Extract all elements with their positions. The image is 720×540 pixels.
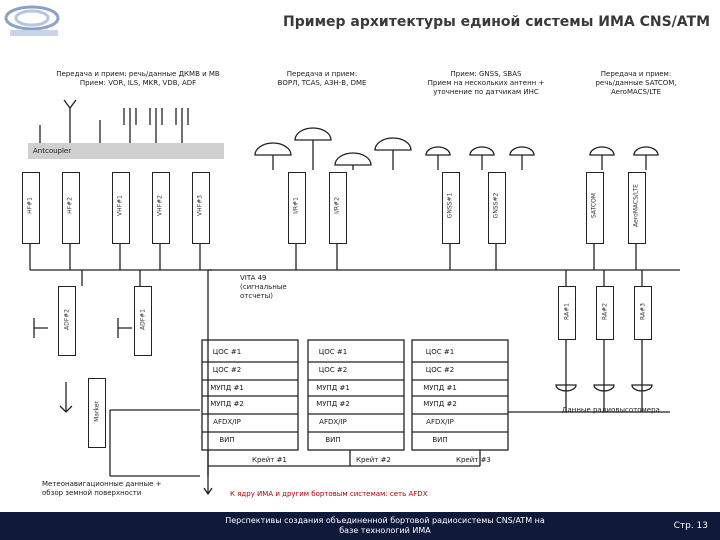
- crate1-row4: МУПД #2: [210, 400, 244, 408]
- module-hf1-label: HF#1: [26, 197, 34, 214]
- module-adf1: [134, 286, 152, 356]
- module-ra3: [634, 286, 652, 340]
- module-ra1-label: RA#1: [563, 303, 571, 320]
- antcoupler-bar: [28, 143, 224, 159]
- module-hf2-label: HF#2: [66, 197, 74, 214]
- footer: Перспективы создания объединенной бортов…: [0, 512, 720, 540]
- radio-altimeter-note: Данные радиовысотомера: [562, 406, 660, 414]
- logo: [2, 2, 72, 42]
- module-aeromacs: [628, 172, 646, 244]
- module-vhf1-label: VHF#1: [116, 195, 124, 216]
- vita-note: VITA 49 (сигнальные отсчеты): [240, 274, 287, 300]
- satcom-group-label: Передача и прием: речь/данные SATCOM, Ae…: [595, 70, 677, 96]
- module-vhf3-label: VHF#3: [196, 195, 204, 216]
- gnss-group-label: Прием: GNSS, SBAS Прием на нескольких ан…: [427, 70, 545, 96]
- module-ra2: [596, 286, 614, 340]
- crate2-row6: ВИП: [325, 436, 341, 444]
- crate3-row2: ЦОС #2: [425, 366, 455, 374]
- module-ra3-label: RA#3: [639, 303, 647, 320]
- module-ir2-label: I/R#2: [333, 197, 341, 214]
- module-satcom-label: SATCOM: [590, 193, 598, 218]
- module-ir2: [329, 172, 347, 244]
- module-adf2: [58, 286, 76, 356]
- crate2-row2: ЦОС #2: [318, 366, 348, 374]
- module-vhf2-label: VHF#2: [156, 195, 164, 216]
- module-marker-label: Marker: [93, 401, 101, 422]
- page-number: Стр. 13: [673, 521, 708, 531]
- module-ra2-label: RA#2: [601, 303, 609, 320]
- crate2-row4: МУПД #2: [316, 400, 350, 408]
- module-hf1: [22, 172, 40, 244]
- module-vhf2: [152, 172, 170, 244]
- crate1-row6: ВИП: [219, 436, 235, 444]
- crate1-row3: МУПД #1: [210, 384, 244, 392]
- module-gnss2-label: GNSS#2: [492, 192, 500, 219]
- crate1-row2: ЦОС #2: [212, 366, 242, 374]
- module-adf1-label: ADF#1: [139, 308, 147, 331]
- module-hf2: [62, 172, 80, 244]
- crate3-row6: ВИП: [432, 436, 448, 444]
- meteo-note: Метеонавигационные данные + обзор земной…: [42, 480, 162, 497]
- antcoupler-label: Antcoupler: [33, 147, 72, 155]
- module-ra1: [558, 286, 576, 340]
- footer-text: Перспективы создания объединенной бортов…: [225, 516, 545, 535]
- module-aeromacs-label: AeroMACS/LTE: [632, 184, 640, 227]
- module-gnss1-label: GNSS#1: [446, 192, 454, 219]
- module-marker: [88, 378, 106, 448]
- crate2-name: Крейт #2: [356, 456, 391, 464]
- module-satcom: [586, 172, 604, 244]
- crate3-row4: МУПД #2: [423, 400, 457, 408]
- afdx-note: К ядру ИМА и другим бортовым системам: с…: [230, 490, 428, 498]
- module-adf2-label: ADF#2: [63, 308, 71, 331]
- crate1-row1: ЦОС #1: [212, 348, 242, 356]
- module-gnss1: [442, 172, 460, 244]
- crate3-row1: ЦОС #1: [425, 348, 455, 356]
- dme-group-label: Передача и прием: ВОРЛ, TCAS, АЗН-В, DME: [277, 70, 367, 87]
- module-ir1: [288, 172, 306, 244]
- crate3-row5: AFDX/IP: [426, 418, 454, 426]
- crate2-row5: AFDX/IP: [319, 418, 347, 426]
- module-vhf1: [112, 172, 130, 244]
- module-gnss2: [488, 172, 506, 244]
- page-title: Пример архитектуры единой системы ИМА CN…: [283, 14, 710, 30]
- vhf-group-label: Передача и прием: речь/данные ДКМВ и МВ …: [56, 70, 220, 87]
- module-ir1-label: I/R#1: [292, 197, 300, 214]
- crate1-name: Крейт #1: [252, 456, 287, 464]
- module-vhf3: [192, 172, 210, 244]
- crate2-row3: МУПД #1: [316, 384, 350, 392]
- crate3-name: Крейт #3: [456, 456, 491, 464]
- crate2-row1: ЦОС #1: [318, 348, 348, 356]
- crate1-row5: AFDX/IP: [213, 418, 241, 426]
- crate3-row3: МУПД #1: [423, 384, 457, 392]
